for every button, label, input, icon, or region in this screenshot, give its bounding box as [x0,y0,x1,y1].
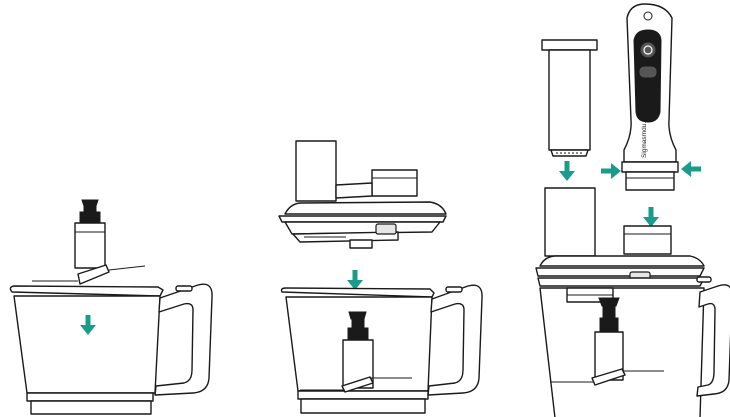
down-arrow-icon [643,207,659,227]
step-2-attach-lid [279,141,482,413]
left-arrow-icon [681,161,701,177]
step-3-attach-motor: Sigmasmdu.Biscain [536,4,730,417]
down-arrow-icon [559,161,575,181]
brand-text: Sigmasmdu.Biscain [641,101,648,158]
lid [279,141,446,248]
down-arrow-icon [347,270,363,290]
assembled-processor [536,188,730,417]
step-1-insert-blade [10,200,212,414]
motor-unit: Sigmasmdu.Biscain [622,4,678,190]
pusher [542,40,597,156]
bowl [10,284,212,414]
right-arrow-icon [601,163,621,179]
blade-unit [32,200,145,284]
bowl [282,285,483,413]
